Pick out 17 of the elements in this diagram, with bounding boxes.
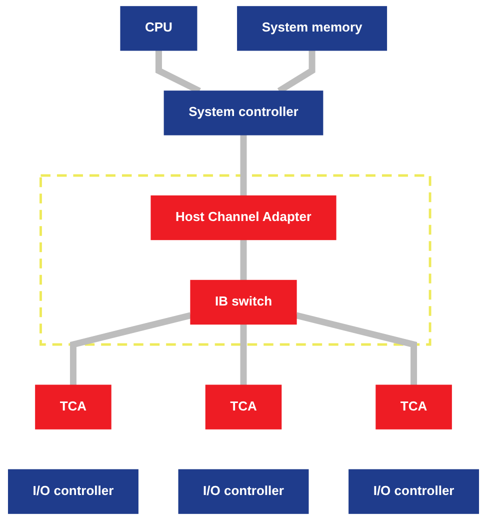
node-box: TCA xyxy=(376,384,452,430)
node-box: TCA xyxy=(205,384,282,430)
connector xyxy=(240,324,247,386)
node-box: I/O controller xyxy=(8,469,138,514)
node-box: I/O controller xyxy=(178,469,309,514)
connector xyxy=(240,240,247,280)
node-box: I/O controller xyxy=(348,469,480,514)
connector xyxy=(70,312,192,386)
connector xyxy=(296,312,418,386)
node-box: System memory xyxy=(237,6,388,51)
node-box: Host Channel Adapter xyxy=(150,195,336,240)
connector xyxy=(240,134,247,196)
node-box: System controller xyxy=(164,90,324,136)
node-box: CPU xyxy=(120,6,198,51)
node-box: IB switch xyxy=(190,280,297,325)
cluster xyxy=(40,174,432,346)
node-box: TCA xyxy=(35,384,112,430)
